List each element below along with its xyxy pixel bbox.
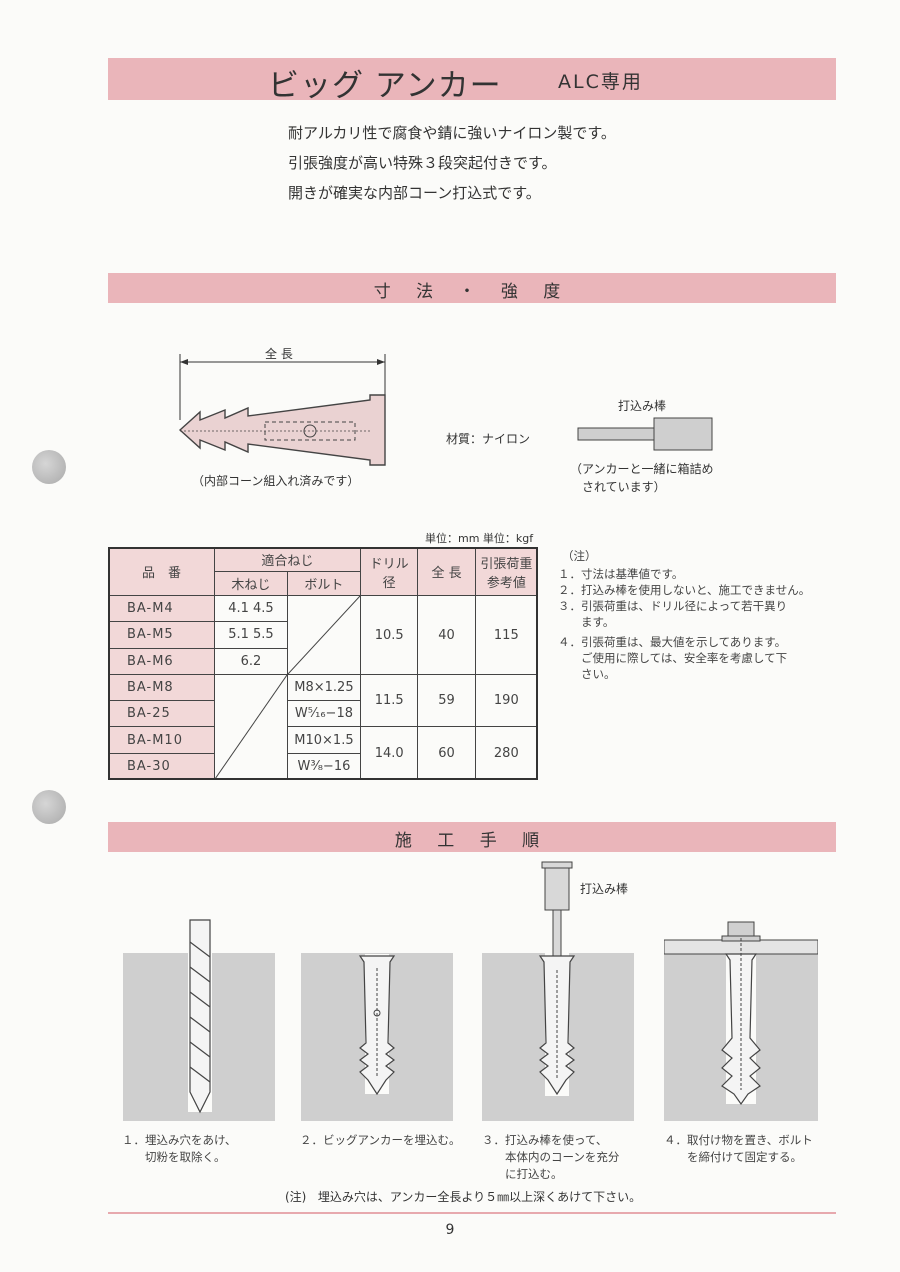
step-2-caption: ２．ビッグアンカーを埋込む。 xyxy=(300,1133,461,1147)
part-row-1: BA-M4 xyxy=(108,594,215,623)
procedure-section-band: 施 工 手 順 xyxy=(108,822,836,852)
drill-group-3: 14.0 xyxy=(359,726,419,780)
bolt-cell-3: M10×1.5 xyxy=(286,726,361,754)
note-line-2: ２．打込み棒を使用しないと、施工できません。 xyxy=(558,583,811,597)
anchor-diagram xyxy=(178,354,386,466)
step-3-caption: ３．打込み棒を使って、 本体内のコーンを充分 に打込む。 xyxy=(482,1133,620,1181)
header-part: 品 番 xyxy=(108,547,215,596)
note-line-1: １．寸法は基準値です。 xyxy=(558,567,684,581)
header-load: 引張荷重参考値 xyxy=(474,547,539,596)
spec-table: 品 番 適合ねじ ドリル径 全 長 引張荷重参考値 木ねじ ボルト BA-M4 … xyxy=(108,547,539,780)
part-row-4: BA-M8 xyxy=(108,674,215,701)
step3-rod-anchor-icon xyxy=(538,861,576,1096)
load-group-2: 190 xyxy=(474,674,539,727)
load-group-1: 115 xyxy=(474,595,539,675)
material-label: 材質：ナイロン xyxy=(446,432,531,446)
header-bolt: ボルト xyxy=(286,571,361,596)
feature-3: 開きが確実な内部コーン打込式です。 xyxy=(288,184,541,202)
footnote-label: (注) xyxy=(285,1190,307,1204)
step-4-caption: ４．取付け物を置き、ボルト を締付けて固定する。 xyxy=(664,1133,813,1164)
step2-anchor-icon xyxy=(358,954,396,1096)
part-row-7: BA-30 xyxy=(108,753,215,780)
note-line-5: ４．引張荷重は、最大値を示してあります。 xyxy=(558,635,787,649)
length-label: 全 長 xyxy=(265,347,293,361)
header-screw: 適合ねじ xyxy=(213,547,361,572)
feature-2: 引張強度が高い特殊３段突起付きです。 xyxy=(288,154,557,172)
page-number: 9 xyxy=(445,1222,455,1238)
title-band: ビッグ アンカー ALC専用 xyxy=(108,58,836,104)
dimensions-section-title: 寸 法 ・ 強 度 xyxy=(373,282,571,302)
step4-bolt-anchor-icon xyxy=(664,921,818,1106)
note-line-6: ご使用に際しては、安全率を考慮して下 xyxy=(558,651,788,665)
procedure-section-title: 施 工 手 順 xyxy=(394,831,550,851)
wood-cell-1: 4.1 4.5 xyxy=(213,594,288,623)
part-row-5: BA-25 xyxy=(108,700,215,727)
bolt-empty-1 xyxy=(286,595,361,675)
binder-hole-bottom xyxy=(32,790,66,824)
units-label: 単位：mm 単位：kgf xyxy=(425,532,534,545)
drill-group-2: 11.5 xyxy=(359,674,419,727)
header-length: 全 長 xyxy=(417,547,476,596)
rod-label: 打込み棒 xyxy=(618,399,667,413)
footnote-text: 埋込み穴は、アンカー全長より５㎜以上深くあけて下さい。 xyxy=(317,1190,642,1204)
header-wood: 木ねじ xyxy=(213,571,288,596)
page-title: ビッグ アンカー xyxy=(268,68,502,104)
load-group-3: 280 xyxy=(474,726,539,780)
footnote: (注) 埋込み穴は、アンカー全長より５㎜以上深くあけて下さい。 xyxy=(285,1188,641,1205)
wood-cell-3: 6.2 xyxy=(213,647,288,676)
bolt-cell-1: M8×1.25 xyxy=(286,674,361,701)
anchor-caption: （内部コーン組入れ済みです） xyxy=(192,474,360,488)
length-group-3: 60 xyxy=(417,726,476,780)
note-line-7: さい。 xyxy=(558,667,616,681)
step-1-caption: １．埋込み穴をあけ、 切粉を取除く。 xyxy=(122,1133,237,1164)
note-line-4: ます。 xyxy=(558,615,615,629)
page-subtitle: ALC専用 xyxy=(558,71,643,93)
dimensions-section-band: 寸 法 ・ 強 度 xyxy=(108,273,836,303)
driving-rod-diagram xyxy=(577,417,713,451)
wood-empty xyxy=(213,674,288,780)
wood-cell-2: 5.1 5.5 xyxy=(213,621,288,649)
notes-heading: （注） xyxy=(562,549,597,563)
part-row-2: BA-M5 xyxy=(108,621,215,649)
bottom-rule xyxy=(108,1212,836,1214)
length-group-1: 40 xyxy=(417,595,476,675)
binder-hole-top xyxy=(32,450,66,484)
length-group-2: 59 xyxy=(417,674,476,727)
part-row-3: BA-M6 xyxy=(108,647,215,676)
header-drill: ドリル径 xyxy=(359,547,419,596)
drill-bit-icon xyxy=(188,919,212,1114)
feature-1: 耐アルカリ性で腐食や錆に強いナイロン製です。 xyxy=(288,124,616,142)
bolt-cell-4: W³⁄₈−16 xyxy=(286,753,361,780)
rod-caption-1: （アンカーと一緒に箱詰め xyxy=(570,462,714,476)
part-row-6: BA-M10 xyxy=(108,726,215,754)
step3-rod-label: 打込み棒 xyxy=(580,882,629,896)
rod-caption-2: されています） xyxy=(582,480,666,494)
note-line-3: ３．引張荷重は、ドリル径によって若干異り xyxy=(558,599,788,613)
bolt-cell-2: W⁵⁄₁₆−18 xyxy=(286,700,361,727)
drill-group-1: 10.5 xyxy=(359,595,419,675)
